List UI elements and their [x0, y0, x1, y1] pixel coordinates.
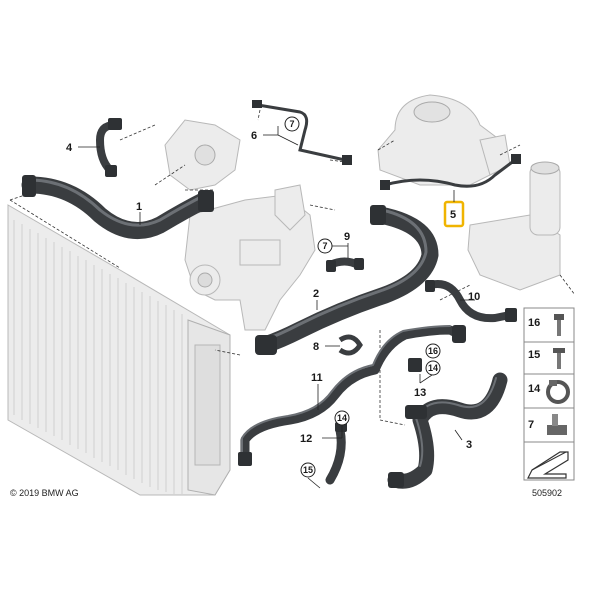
svg-text:7: 7 — [528, 419, 534, 431]
hose-3[interactable] — [387, 372, 508, 489]
ref-7-top[interactable]: 7 — [289, 119, 294, 129]
clip-icon — [547, 414, 567, 435]
svg-text:14: 14 — [528, 383, 541, 395]
screw-icon — [553, 348, 565, 369]
hose-12[interactable] — [325, 422, 347, 485]
thermostat-housing — [164, 119, 241, 191]
circled-refs: 7 7 16 14 14 15 — [284, 116, 441, 478]
legend-item-7[interactable]: 7 — [528, 414, 567, 435]
hose-11[interactable] — [238, 325, 466, 466]
clamp-icon — [546, 380, 570, 404]
callout-10[interactable]: 10 — [468, 291, 480, 303]
callout-11[interactable]: 11 — [311, 372, 323, 384]
callout-8[interactable]: 8 — [313, 341, 319, 353]
callout-12[interactable]: 12 — [300, 433, 312, 445]
ref-7-mid[interactable]: 7 — [322, 241, 327, 251]
legend-item-16[interactable]: 16 — [528, 314, 564, 336]
hose-9[interactable] — [326, 257, 364, 272]
callout-1[interactable]: 1 — [136, 201, 142, 213]
callout-6[interactable]: 6 — [251, 130, 257, 142]
part-13[interactable] — [408, 358, 422, 372]
expansion-tank — [377, 94, 511, 186]
parts-legend: 16 15 14 7 — [523, 307, 575, 481]
pipe-6[interactable] — [252, 100, 352, 165]
ref-14-b[interactable]: 14 — [337, 413, 347, 423]
callout-13[interactable]: 13 — [414, 387, 426, 399]
water-pump-housing — [184, 184, 316, 331]
svg-text:15: 15 — [528, 349, 540, 361]
radiator — [7, 204, 231, 496]
hose-1[interactable] — [21, 175, 214, 240]
arrow-icon — [527, 451, 569, 479]
clamp-8[interactable] — [338, 334, 363, 356]
callout-5[interactable]: 5 — [450, 209, 456, 221]
legend-item-14[interactable]: 14 — [528, 380, 570, 404]
ref-16[interactable]: 16 — [428, 346, 438, 356]
callouts: 1 2 3 4 5 6 8 9 10 11 12 13 — [66, 130, 480, 451]
ref-14-a[interactable]: 14 — [428, 363, 438, 373]
leader-lines — [78, 126, 475, 489]
oil-filter-housing — [467, 161, 561, 291]
callout-4[interactable]: 4 — [66, 142, 73, 154]
ref-15[interactable]: 15 — [303, 465, 313, 475]
diagram-number: 505902 — [532, 488, 562, 498]
legend-item-arrow[interactable] — [527, 451, 569, 479]
callout-2[interactable]: 2 — [313, 288, 319, 300]
legend-item-15[interactable]: 15 — [528, 348, 565, 369]
hose-4[interactable] — [96, 118, 122, 177]
svg-text:16: 16 — [528, 317, 540, 329]
bolt-icon — [554, 314, 564, 336]
hose-2[interactable] — [255, 205, 439, 355]
pipe-5[interactable] — [380, 154, 521, 190]
callout-3[interactable]: 3 — [466, 439, 472, 451]
copyright-text: © 2019 BMW AG — [10, 488, 79, 498]
callout-9[interactable]: 9 — [344, 231, 350, 243]
